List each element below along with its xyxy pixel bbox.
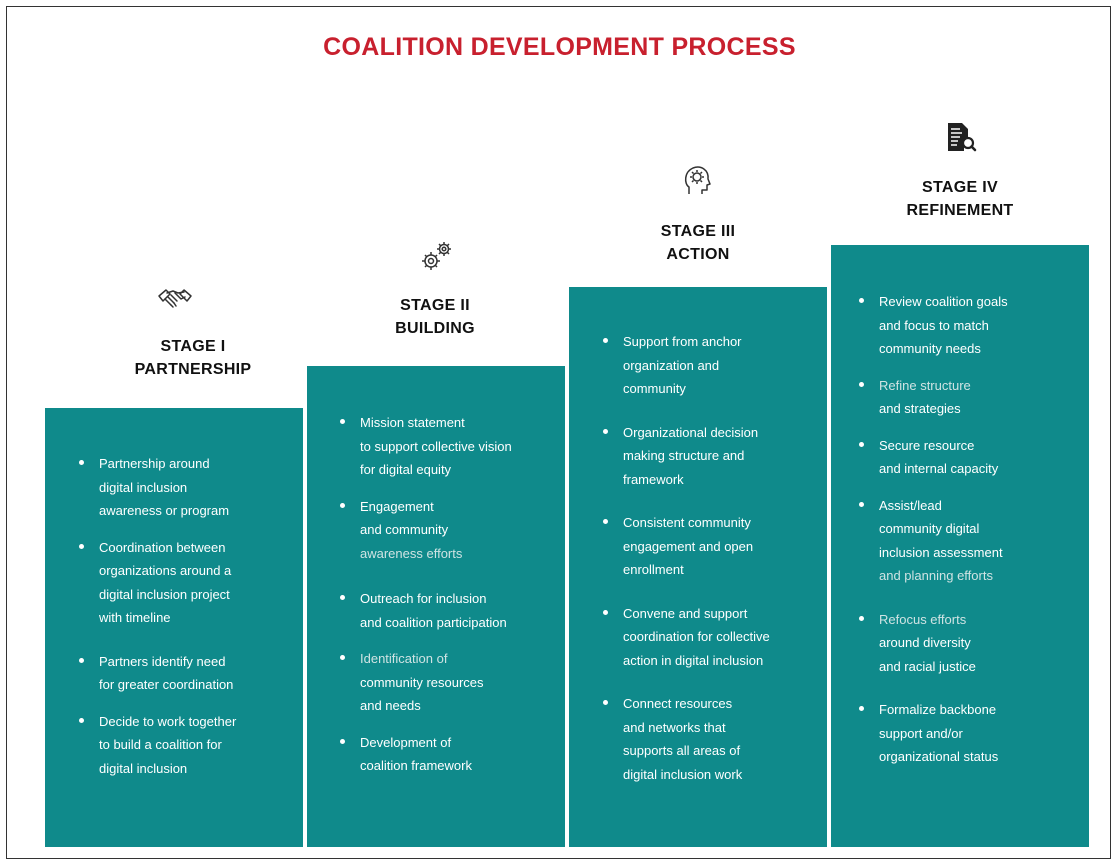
diagram-title: COALITION DEVELOPMENT PROCESS	[323, 33, 796, 61]
stage-4-name: REFINEMENT	[906, 202, 1014, 219]
stage-3-number: STAGE III	[660, 223, 736, 240]
stage-3-name: ACTION	[666, 246, 730, 263]
stage-1-heading: STAGE I PARTNERSHIP	[64, 335, 322, 381]
document-search-icon	[948, 123, 977, 152]
stage-1-number: STAGE I	[160, 338, 226, 355]
head-gear-icon	[684, 166, 711, 194]
handshake-icon	[158, 289, 192, 308]
stage-4-number: STAGE IV	[922, 179, 998, 196]
stage-4-heading: STAGE IV REFINEMENT	[831, 176, 1089, 222]
stage-3-heading: STAGE III ACTION	[569, 220, 827, 266]
stage-1-name: PARTNERSHIP	[134, 361, 252, 378]
stage-2-name: BUILDING	[395, 320, 475, 337]
stage-2-number: STAGE II	[400, 297, 470, 314]
gears-icon	[422, 242, 451, 270]
stage-2-heading: STAGE II BUILDING	[306, 294, 564, 340]
